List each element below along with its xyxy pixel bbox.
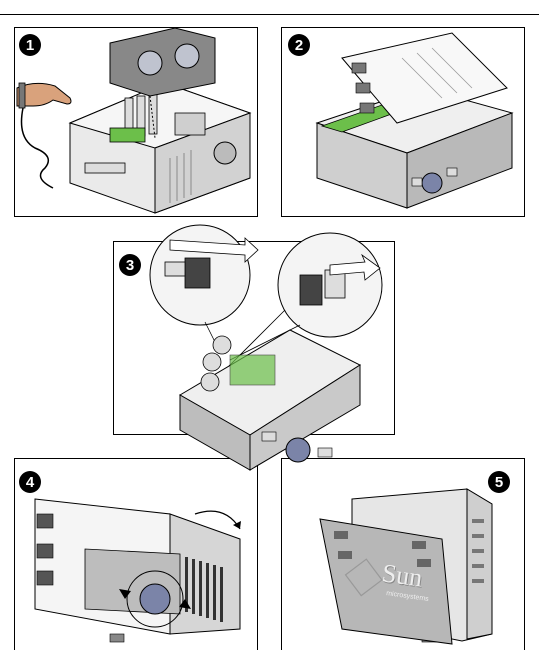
- step-5-panel: 5 Sun microsystems: [281, 458, 525, 650]
- step-2-illustration: [315, 32, 514, 209]
- step-4-badge: 4: [19, 471, 41, 493]
- fan-icon: [139, 583, 171, 615]
- fan-tray-icon: [109, 28, 216, 97]
- step-5-illustration: [319, 488, 493, 645]
- step-3-badge: 3: [119, 254, 141, 276]
- ground-cord-icon: [20, 107, 54, 189]
- fan-icon: [137, 50, 163, 76]
- wrist-strap-icon: [18, 82, 26, 109]
- fan-icon: [421, 172, 443, 194]
- divider-line: [258, 458, 281, 460]
- sun-logo-text: Sun: [380, 558, 425, 593]
- board-icon: [109, 127, 146, 143]
- step-2-badge: 2: [288, 34, 310, 56]
- sun-logo: [344, 558, 383, 597]
- fan-icon: [174, 43, 200, 69]
- step-5-badge: 5: [488, 471, 510, 493]
- step-4-panel: 4: [14, 458, 258, 650]
- rotate-arrow-icon: [126, 570, 184, 628]
- step-1-badge: 1: [19, 34, 41, 56]
- side-cover-icon: [319, 518, 453, 645]
- step-1-illustration: [16, 28, 252, 214]
- hand-icon: [16, 82, 72, 107]
- step-2-panel: 2: [281, 27, 525, 217]
- step-4-illustration: [34, 498, 241, 643]
- top-rule: [0, 14, 539, 15]
- step-3-panel: 3: [113, 241, 395, 435]
- side-panel-icon: [341, 32, 508, 124]
- step-1-panel: 1: [14, 27, 258, 217]
